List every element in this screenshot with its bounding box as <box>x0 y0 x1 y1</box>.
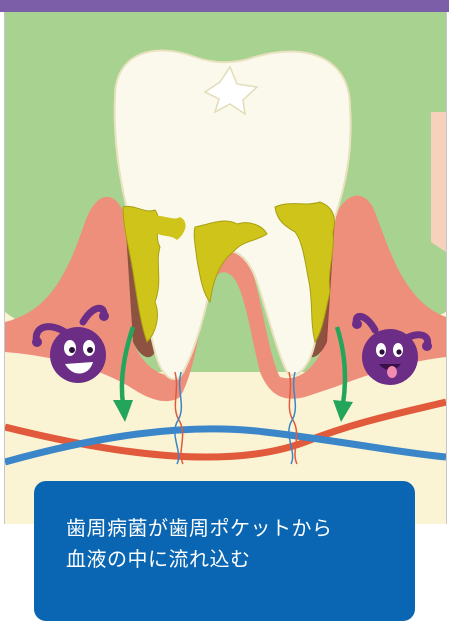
caption-line-2: 血液の中に流れ込む <box>66 544 395 575</box>
periodontal-diagram <box>5 12 446 524</box>
diagram-panel <box>4 12 447 524</box>
caption-line-1: 歯周病菌が歯周ポケットから <box>66 513 395 544</box>
header-bar <box>0 0 449 12</box>
caption-box: 歯周病菌が歯周ポケットから 血液の中に流れ込む <box>34 481 415 621</box>
next-panel-hint <box>431 112 446 252</box>
